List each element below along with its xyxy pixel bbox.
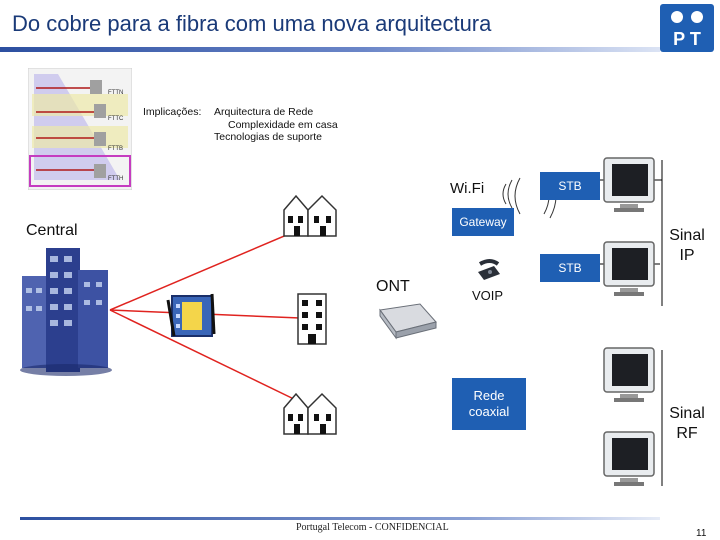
house-icon	[280, 190, 338, 240]
title-underline	[0, 47, 660, 52]
tv-icon	[602, 156, 656, 214]
wifi-waves-icon	[502, 179, 513, 209]
page-title: Do cobre para a fibra com uma nova arqui…	[12, 11, 492, 36]
tv-icon	[602, 430, 656, 488]
thumb-label-ftth: FTTH	[108, 176, 123, 182]
tv-icon	[602, 346, 656, 404]
ont-label: ONT	[376, 278, 410, 295]
sinal-ip-label: Sinal IP	[669, 227, 705, 264]
pt-logo-icon: P T	[671, 11, 703, 49]
central-building-icon	[18, 240, 114, 376]
implications-label: Implicações:	[143, 106, 202, 118]
tv-icon	[602, 240, 656, 298]
footer-confidential: Portugal Telecom - CONFIDENCIAL	[296, 522, 449, 533]
ont-device-icon	[376, 300, 438, 340]
gateway-box: Gateway	[452, 208, 514, 236]
stb-box-top: STB	[540, 172, 600, 200]
page-number: 11	[696, 528, 707, 539]
footer-divider	[20, 517, 660, 520]
central-label: Central	[26, 222, 78, 239]
rede-coaxial-box: Rede coaxial	[452, 378, 526, 430]
apartment-building-icon	[292, 290, 332, 346]
splitter-device-icon	[166, 290, 218, 342]
thumb-label-fttb: FTTB	[108, 146, 123, 152]
thumb-label-fttc: FTTC	[108, 116, 124, 122]
logo-text: P T	[673, 29, 701, 49]
house-icon	[280, 388, 338, 438]
phone-icon	[474, 256, 504, 282]
wifi-label: Wi.Fi	[450, 180, 485, 197]
fiber-line	[109, 309, 301, 403]
implication-item: Complexidade em casa	[228, 118, 338, 131]
implications-list: Arquitectura de Rede Complexidade em cas…	[214, 106, 338, 144]
implication-item: Tecnologias de suporte	[214, 131, 322, 143]
stb-box-bottom: STB	[540, 254, 600, 282]
implication-item: Arquitectura de Rede	[214, 106, 314, 118]
rede-coaxial-label: Rede coaxial	[468, 388, 510, 419]
thumb-label-fttn: FTTN	[108, 90, 123, 96]
voip-label: VOIP	[472, 288, 504, 303]
sinal-rf-label: Sinal RF	[669, 405, 705, 442]
pt-logo: P T	[660, 4, 714, 52]
architecture-thumbnail: FTTN FTTC FTTB FTTH	[27, 67, 133, 191]
